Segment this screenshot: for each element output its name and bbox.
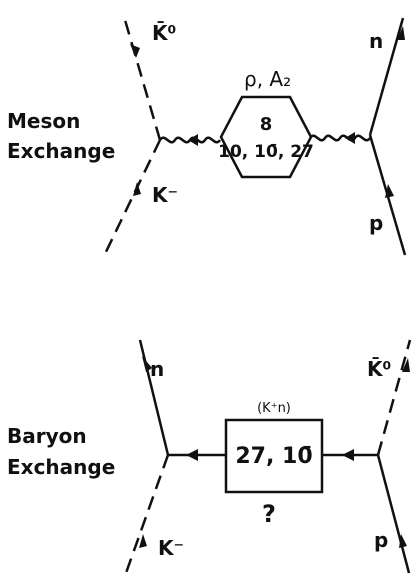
kminus-arrow bbox=[133, 182, 141, 196]
baryon-kminus-arrow bbox=[139, 534, 147, 548]
neutron-arrow bbox=[397, 26, 405, 40]
kbar0-arrow bbox=[130, 44, 140, 58]
baryon-heading-line1: Baryon bbox=[7, 424, 87, 448]
meson-propagator-right bbox=[308, 134, 372, 142]
meson-vertex-line2: 10, 10̄, 27 bbox=[218, 142, 314, 162]
meson-exchange-diagram: Meson Exchange ρ, A₂ 8 10, 10̄, 27 K̄⁰ K… bbox=[7, 17, 407, 259]
baryon-particle-proton: p bbox=[374, 528, 388, 552]
baryon-neutron-line bbox=[138, 339, 170, 456]
baryon-proton-arrow bbox=[399, 534, 407, 548]
baryon-question-mark: ? bbox=[262, 500, 276, 528]
meson-particle-kminus: K⁻ bbox=[152, 183, 178, 207]
meson-particle-kbar0: K̄⁰ bbox=[152, 21, 176, 45]
baryon-vertex-box bbox=[224, 418, 324, 494]
baryon-kbar0-arrow bbox=[402, 358, 410, 372]
baryon-kbar0-line bbox=[376, 339, 412, 456]
baryon-neutron-arrow bbox=[142, 356, 152, 372]
meson-vertex-line1: 8 bbox=[260, 114, 273, 135]
baryon-exchange-label: (K⁺n) bbox=[257, 401, 291, 416]
meson-vertex-hexagon bbox=[219, 95, 313, 179]
meson-heading-line1: Meson bbox=[7, 109, 80, 133]
baryon-propagator-left-arrow bbox=[186, 449, 198, 461]
meson-particle-proton: p bbox=[369, 211, 383, 235]
baryon-heading-line2: Exchange bbox=[7, 455, 115, 479]
neutron-line bbox=[368, 17, 405, 136]
baryon-proton-line bbox=[376, 454, 411, 574]
baryon-propagator-right-arrow bbox=[342, 449, 354, 461]
baryon-vertex-line1: 27, 10̄ bbox=[235, 444, 312, 469]
baryon-particle-kminus: K⁻ bbox=[158, 536, 184, 560]
meson-exchange-label: ρ, A₂ bbox=[244, 67, 291, 91]
baryon-particle-kbar0: K̄⁰ bbox=[367, 357, 391, 381]
meson-particle-neutron: n bbox=[369, 29, 383, 53]
baryon-particle-neutron: n bbox=[150, 357, 164, 381]
baryon-exchange-diagram: Baryon Exchange (K⁺n) 27, 10̄ ? n K⁻ K̄⁰… bbox=[7, 339, 412, 574]
meson-propagator-left-arrow bbox=[188, 134, 198, 146]
proton-arrow bbox=[385, 184, 394, 198]
meson-heading-line2: Exchange bbox=[7, 139, 115, 163]
meson-propagator-right-arrow bbox=[345, 132, 355, 144]
